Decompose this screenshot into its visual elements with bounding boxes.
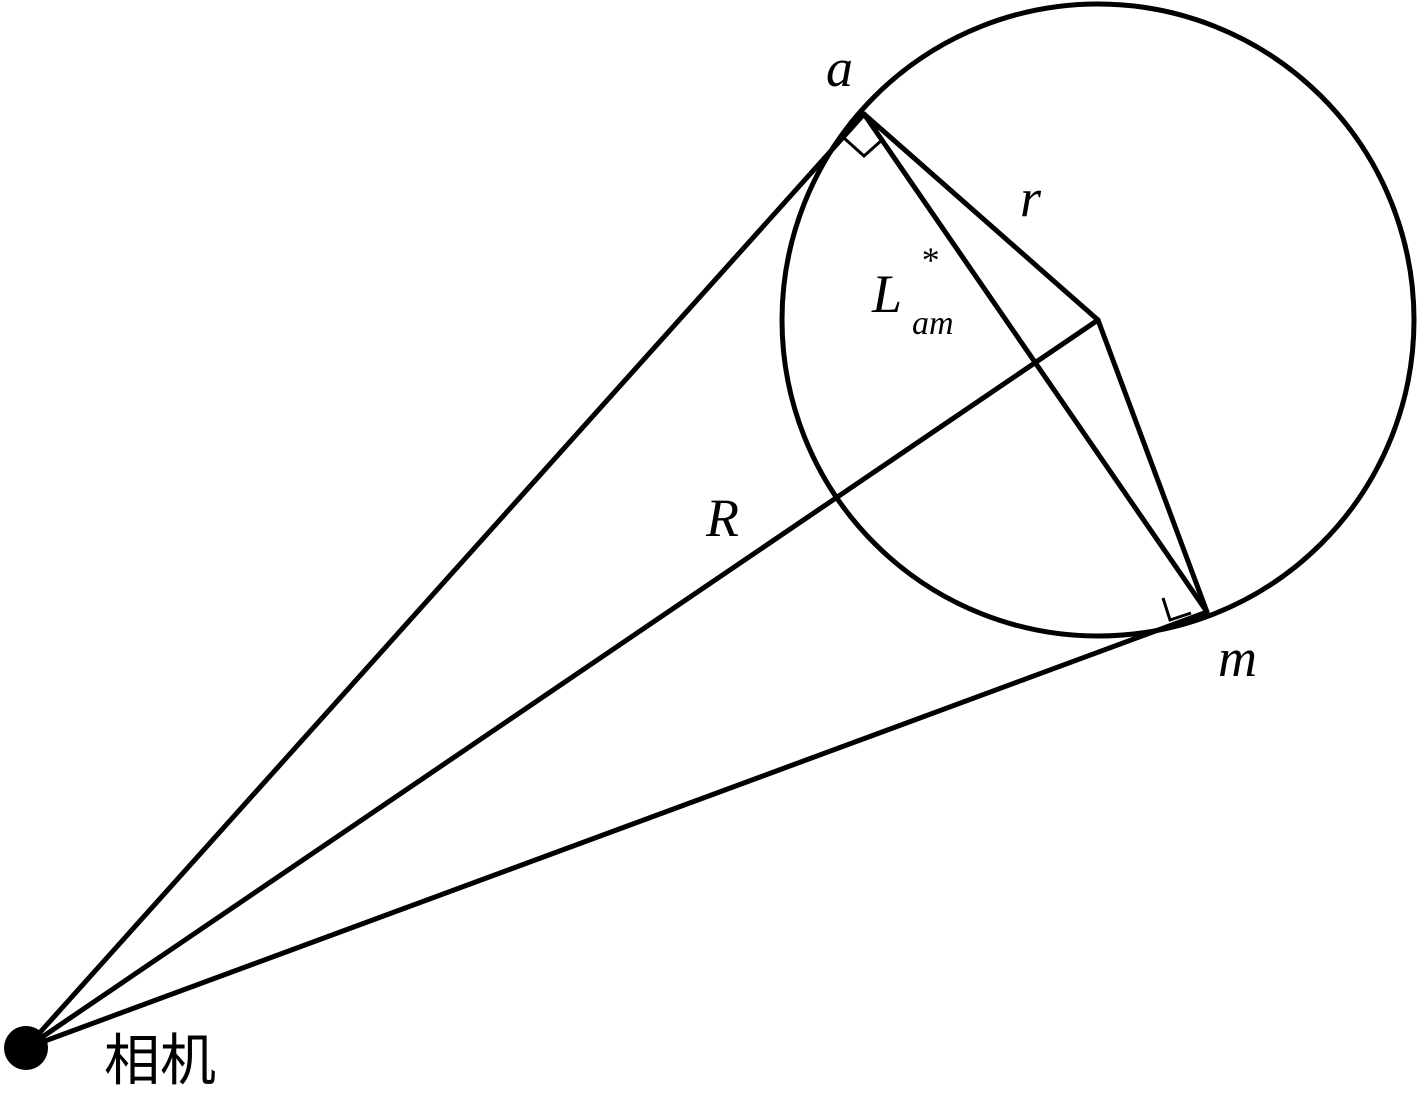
chord-line-am — [861, 111, 1210, 615]
right-angle-marker-a — [842, 136, 883, 159]
sphere-circle — [779, 1, 1417, 639]
right-angle-marker-m — [1161, 597, 1192, 622]
label-point-m: m — [1218, 628, 1257, 688]
label-distance-R: R — [705, 488, 739, 548]
label-camera: 相机 — [104, 1029, 216, 1094]
tangent-line-to-a — [23, 111, 867, 1051]
camera-point — [4, 1026, 48, 1070]
distance-line-R — [23, 317, 1101, 1051]
radius-line-to-a — [861, 111, 1101, 323]
label-chord-subscript: am — [912, 305, 954, 342]
tangent-line-to-m — [23, 609, 1210, 1051]
label-chord-L: L — [871, 264, 902, 324]
label-point-a: a — [826, 38, 853, 98]
radius-line-to-m — [1095, 317, 1210, 615]
label-chord-superscript: * — [920, 240, 938, 280]
label-radius-r: r — [1020, 168, 1042, 228]
